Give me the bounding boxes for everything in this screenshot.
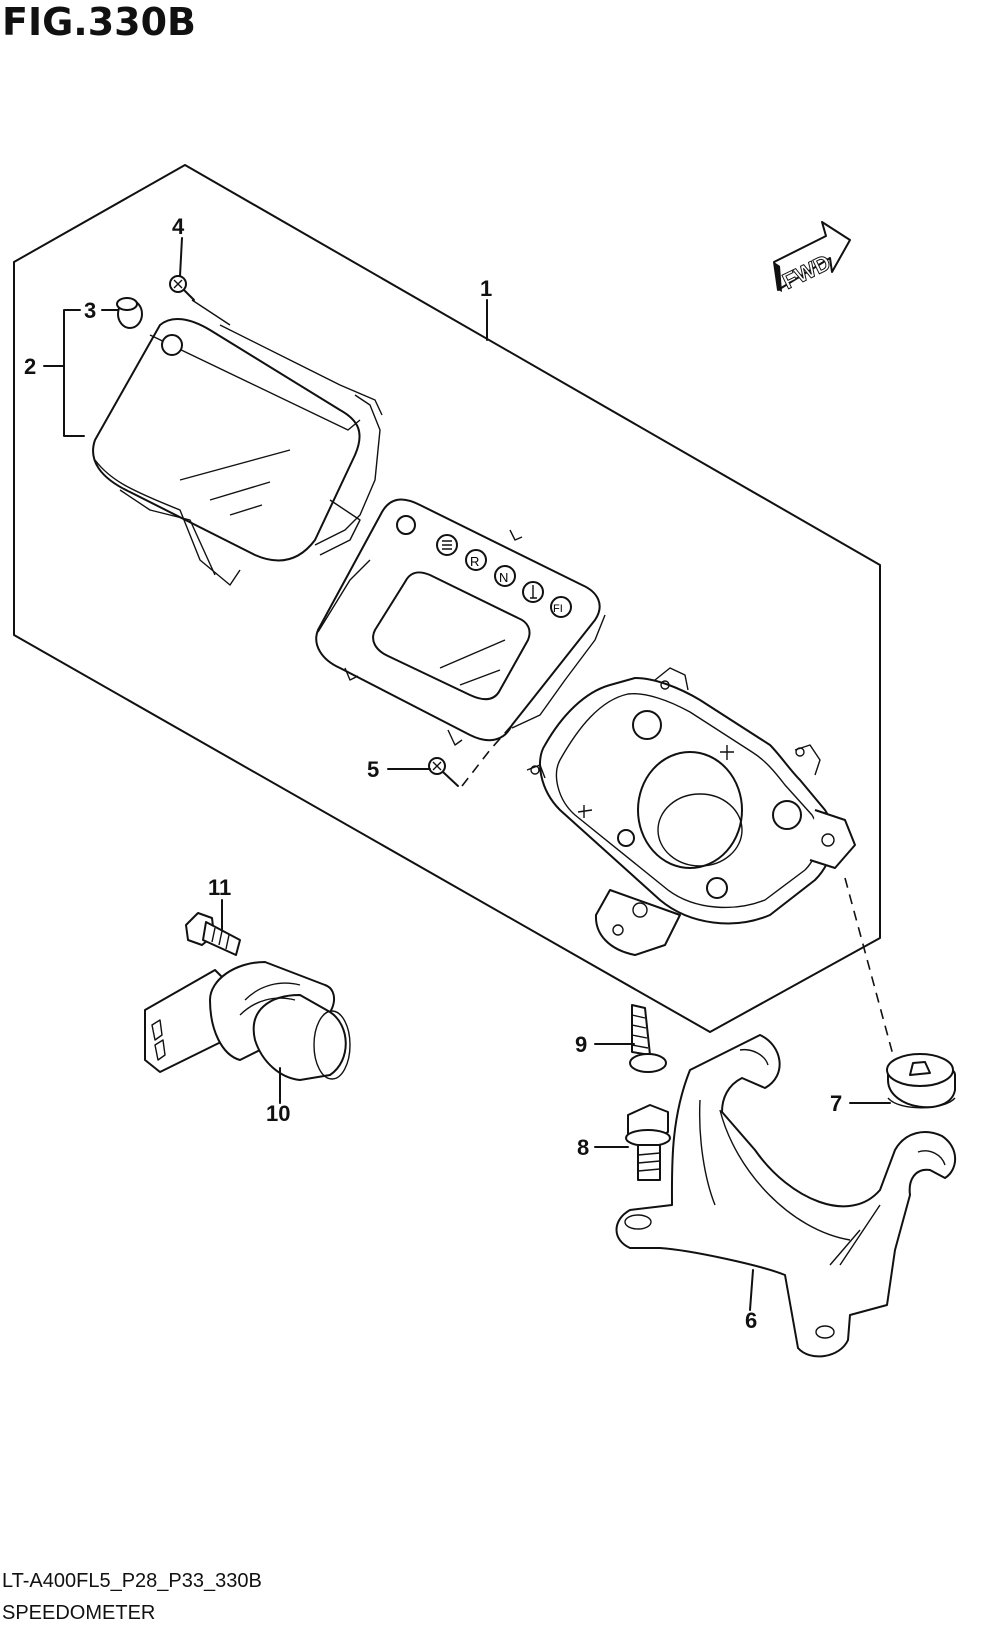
callout-6: 6 — [745, 1308, 757, 1333]
figure-title: FIG.330B — [2, 0, 197, 44]
indicator-r: R — [470, 554, 479, 569]
bolt — [625, 1104, 671, 1181]
indicator-n: N — [499, 570, 508, 585]
callout-10: 10 — [266, 1101, 290, 1126]
callout-2: 2 — [24, 354, 36, 379]
sensor-bolt — [185, 912, 241, 956]
grommet — [886, 1053, 956, 1109]
callout-8: 8 — [577, 1135, 589, 1160]
diagram-caption: SPEEDOMETER — [2, 1602, 156, 1624]
tapping-screw — [629, 1004, 667, 1073]
assembly-outline — [13, 164, 881, 1033]
light-icon — [442, 540, 452, 550]
callout-3: 3 — [84, 298, 96, 323]
callout-7: 7 — [830, 1091, 842, 1116]
indicator-fi: FI — [553, 603, 563, 615]
callout-11: 11 — [208, 875, 231, 900]
meter-display-unit: R N FI — [315, 498, 606, 746]
screw-top — [169, 275, 195, 301]
bracket — [615, 1034, 957, 1358]
callout-1: 1 — [480, 276, 492, 301]
callout-5: 5 — [367, 757, 379, 782]
meter-case — [526, 667, 856, 956]
fwd-arrow-icon: FWD — [773, 221, 851, 295]
meter-cap — [116, 297, 143, 329]
screw-bottom — [428, 757, 459, 787]
callout-9: 9 — [575, 1032, 587, 1057]
callout-4: 4 — [172, 214, 185, 239]
speed-sensor — [144, 961, 351, 1081]
diagram-code: LT-A400FL5_P28_P33_330B — [2, 1570, 262, 1592]
temperature-icon — [530, 585, 537, 599]
meter-cover — [92, 318, 383, 586]
